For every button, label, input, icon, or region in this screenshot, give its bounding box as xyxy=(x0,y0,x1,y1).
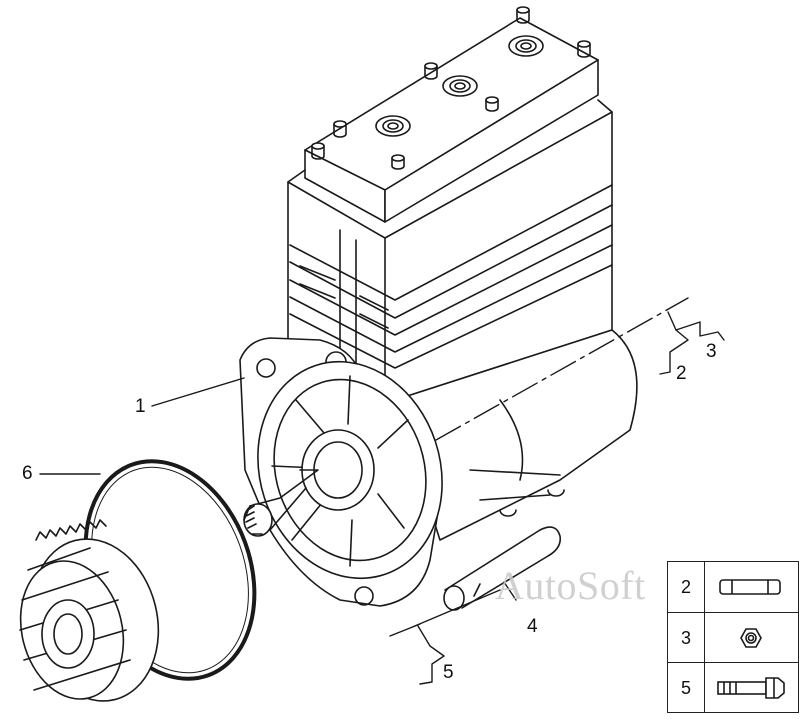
axis-line-lower xyxy=(389,589,501,637)
head-stud xyxy=(333,120,347,138)
watermark-text: AutoSoft xyxy=(495,563,646,608)
drive-shaft xyxy=(243,429,375,537)
leader-2 xyxy=(659,311,689,375)
cylinder-head xyxy=(304,6,599,223)
head-stud xyxy=(391,154,405,170)
leader-3 xyxy=(675,321,725,341)
callout-6: 6 xyxy=(22,463,33,484)
axis-line-upper xyxy=(435,297,689,441)
head-stud xyxy=(577,40,591,58)
legend-number: 2 xyxy=(680,577,691,597)
legend-row: 3 xyxy=(668,612,798,663)
crankcase xyxy=(394,329,638,541)
nut-icon xyxy=(740,628,762,648)
legend-number: 3 xyxy=(680,628,691,648)
callout-5: 5 xyxy=(443,662,454,683)
legend-row: 5 xyxy=(668,662,798,713)
pin-icon xyxy=(719,579,781,595)
head-stud xyxy=(485,96,499,112)
compressor-assembly xyxy=(239,6,638,607)
callout-3: 3 xyxy=(706,341,717,362)
leader-4 xyxy=(503,581,517,601)
legend-number: 5 xyxy=(680,678,691,698)
fastener-legend: 2 3 5 xyxy=(667,561,799,713)
callout-2: 2 xyxy=(676,363,687,384)
port-hole xyxy=(508,35,544,57)
drive-gear xyxy=(19,519,160,702)
port-hole xyxy=(442,75,478,97)
head-stud xyxy=(516,6,530,24)
port-hole xyxy=(375,115,411,137)
callout-4: 4 xyxy=(527,616,538,637)
leader-lines xyxy=(39,297,725,685)
callout-1: 1 xyxy=(135,396,146,417)
head-stud xyxy=(424,62,438,80)
head-stud xyxy=(311,142,325,160)
leader-5 xyxy=(417,625,445,685)
cylinder-block xyxy=(287,99,613,401)
leader-1 xyxy=(151,377,245,407)
bolt-icon xyxy=(717,677,785,699)
legend-row: 2 xyxy=(668,562,798,612)
